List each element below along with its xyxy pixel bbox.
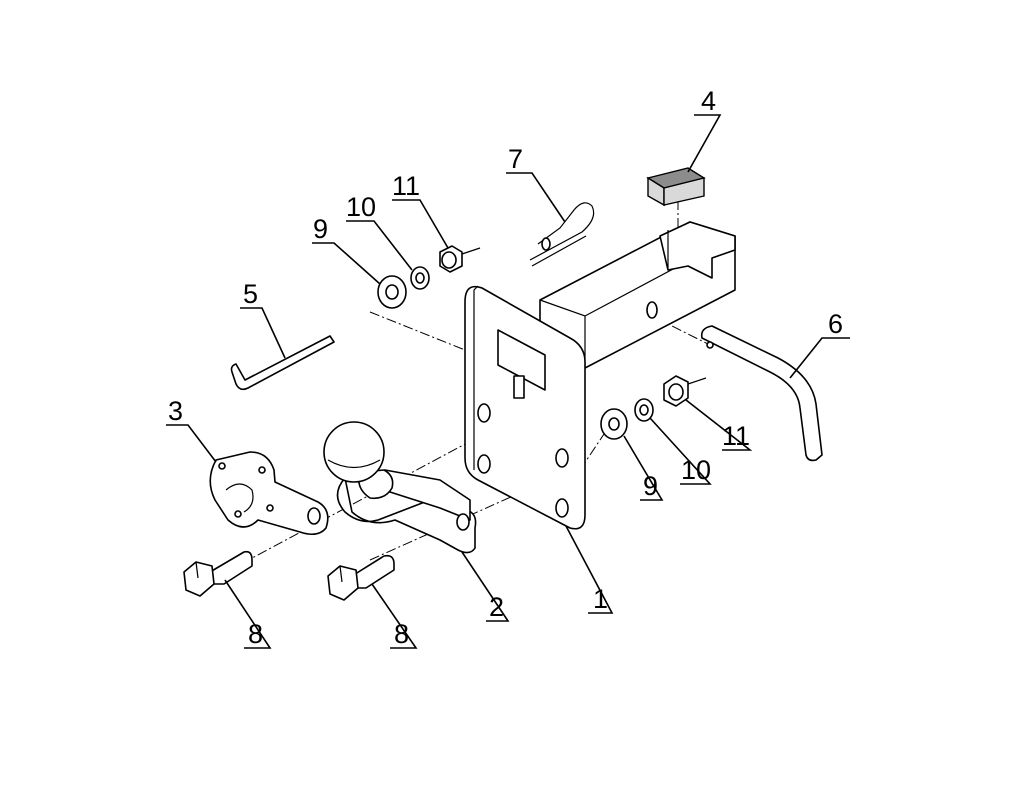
callout-5: 5: [243, 279, 258, 309]
part-2-tow-ball: [323, 421, 477, 554]
part-6-bent-pin: [700, 325, 823, 462]
callout-8-left: 8: [248, 619, 263, 649]
part-10-lock-washer-lower: [634, 398, 654, 422]
callout-10-upper: 10: [346, 192, 376, 222]
part-1-mounting-plate: [464, 221, 736, 530]
callout-labels: 1 2 3 4 5 6 7 8 8 9 9 10 10 11 11: [168, 86, 843, 649]
part-3-socket-plate: [209, 451, 329, 536]
callout-11-upper: 11: [392, 171, 420, 201]
callout-10-lower: 10: [681, 455, 711, 485]
part-8-bolt-left: [183, 550, 253, 597]
part-8-bolt-right: [327, 554, 395, 601]
part-11-nut-upper: [439, 245, 481, 273]
part-9-washer-upper: [377, 275, 407, 309]
leader-lines: [166, 114, 850, 649]
callout-8-right: 8: [394, 619, 409, 649]
callout-11-lower: 11: [722, 421, 750, 451]
callout-3: 3: [168, 396, 183, 426]
callout-2: 2: [489, 592, 504, 622]
part-7-cotter-pin: [529, 202, 595, 267]
part-5-hex-key: [230, 335, 335, 391]
callout-6: 6: [828, 309, 843, 339]
part-10-lock-washer-upper: [410, 266, 430, 290]
callout-4: 4: [701, 86, 716, 116]
part-9-washer-lower: [600, 408, 628, 440]
callout-7: 7: [508, 144, 523, 174]
part-4-block: [646, 167, 706, 207]
callout-9-lower: 9: [643, 471, 658, 501]
callout-1: 1: [593, 584, 608, 614]
callout-9-upper: 9: [313, 214, 328, 244]
part-11-nut-lower: [663, 375, 707, 407]
